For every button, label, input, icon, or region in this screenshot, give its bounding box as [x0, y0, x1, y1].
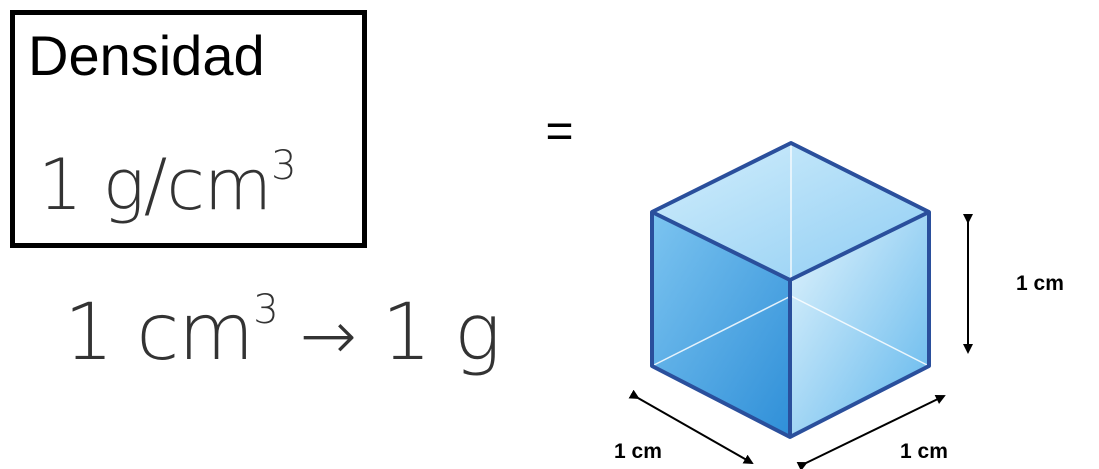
width-label: 1 cm	[900, 440, 948, 463]
cube-icon	[650, 141, 931, 439]
depth-dimension-arrow	[628, 389, 754, 464]
cube-outline	[650, 141, 931, 439]
height-label: 1 cm	[1016, 272, 1064, 295]
density-value-text: 1 g/cm	[38, 144, 272, 226]
mass-text: 1 g	[381, 288, 501, 378]
cube-hidden-edge-right	[790, 295, 930, 367]
width-dimension-arrow	[796, 394, 946, 469]
volume-text: 1 cm	[64, 288, 254, 378]
density-box	[10, 10, 367, 248]
density-value: 1 g/cm3	[38, 146, 297, 220]
density-title: Densidad	[28, 24, 265, 87]
cube-hidden-edge-left	[651, 295, 792, 367]
depth-label: 1 cm	[614, 440, 662, 463]
right-arrow-icon: →	[299, 297, 357, 376]
cube-left-face	[652, 212, 790, 437]
cube-right-face	[790, 212, 929, 437]
volume-exponent: 3	[253, 287, 278, 333]
density-value-exponent: 3	[271, 143, 296, 189]
equals-sign: =	[545, 105, 574, 158]
volume-mass-relation: 1 cm3→1 g	[64, 290, 501, 372]
